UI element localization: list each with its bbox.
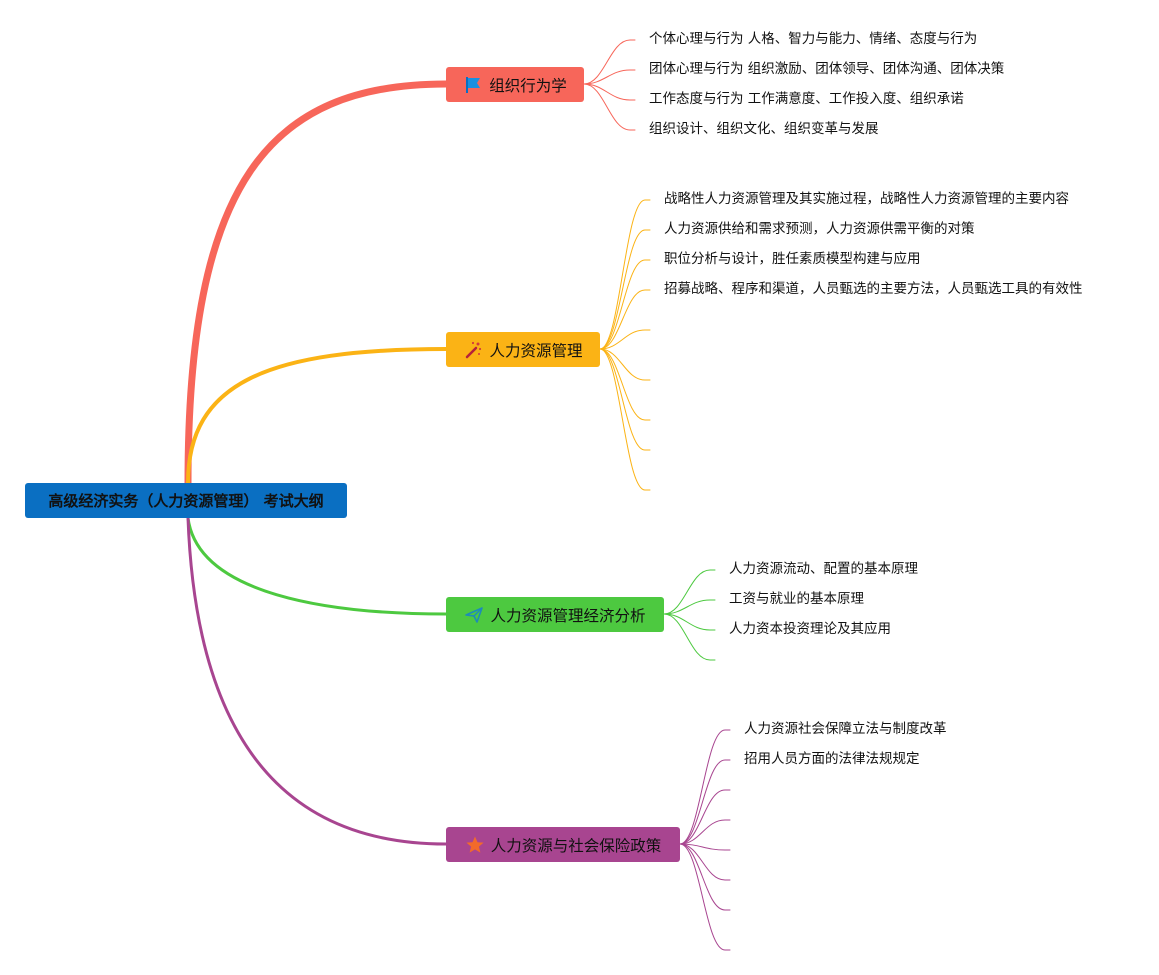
branch-connector	[184, 80, 450, 487]
topic-label: 组织行为学	[489, 76, 567, 95]
branch-connector	[186, 516, 448, 616]
branch-connector	[186, 347, 448, 485]
leaf-connector	[583, 83, 636, 101]
leaf-connector	[679, 819, 731, 845]
leaf-connector	[599, 229, 651, 350]
paper-plane-icon	[464, 605, 484, 625]
leaf-connector	[599, 348, 651, 451]
leaf-connector	[583, 69, 636, 85]
star-icon	[465, 835, 485, 855]
leaf-connector	[679, 843, 731, 851]
leaf-connector	[583, 39, 636, 85]
leaf-connector	[599, 199, 651, 350]
magic-wand-icon	[463, 340, 483, 360]
subtopic-item[interactable]: 工作态度与行为 工作满意度、工作投入度、组织承诺	[649, 91, 964, 107]
leaf-connector	[599, 348, 651, 381]
leaf-connector	[599, 289, 651, 350]
leaf-connector	[679, 729, 731, 845]
leaf-connector	[679, 759, 731, 845]
flag-icon	[463, 75, 483, 95]
leaf-connector	[663, 613, 716, 631]
subtopic-item[interactable]: 战略性人力资源管理及其实施过程，战略性人力资源管理的主要内容	[664, 191, 1069, 207]
subtopic-item[interactable]: 人力资源流动、配置的基本原理	[729, 561, 918, 577]
topic-hr-economic-analysis[interactable]: 人力资源管理经济分析	[446, 597, 664, 632]
leaf-connector	[679, 843, 731, 881]
leaf-connector	[679, 843, 731, 911]
topic-social-insurance-policy[interactable]: 人力资源与社会保险政策	[446, 827, 680, 862]
leaf-connector	[583, 83, 636, 131]
subtopic-item[interactable]: 工资与就业的基本原理	[729, 591, 864, 607]
branch-connector	[186, 516, 448, 846]
topic-hr-management[interactable]: 人力资源管理	[446, 332, 600, 367]
subtopic-item[interactable]: 组织设计、组织文化、组织变革与发展	[649, 121, 879, 137]
root-topic-label: 高级经济实务（人力资源管理） 考试大纲	[48, 492, 324, 510]
topic-label: 人力资源管理	[489, 341, 583, 360]
topic-label: 人力资源与社会保险政策	[490, 836, 662, 855]
leaf-connector	[599, 259, 651, 350]
topic-label: 人力资源管理经济分析	[490, 606, 646, 625]
subtopic-item[interactable]: 个体心理与行为 人格、智力与能力、情绪、态度与行为	[649, 31, 978, 47]
leaf-connector	[663, 613, 716, 661]
leaf-connector	[679, 789, 731, 845]
root-topic[interactable]: 高级经济实务（人力资源管理） 考试大纲	[25, 483, 347, 518]
subtopic-item[interactable]: 人力资源供给和需求预测，人力资源供需平衡的对策	[664, 221, 975, 237]
leaf-connector	[679, 843, 731, 951]
subtopic-item[interactable]: 职位分析与设计，胜任素质模型构建与应用	[664, 251, 921, 267]
subtopic-item[interactable]: 人力资源社会保障立法与制度改革	[744, 721, 947, 737]
leaf-connector	[663, 599, 716, 615]
subtopic-item[interactable]: 人力资本投资理论及其应用	[729, 621, 891, 637]
subtopic-item[interactable]: 团体心理与行为 组织激励、团体领导、团体沟通、团体决策	[649, 61, 1005, 77]
leaf-connector	[599, 348, 651, 491]
subtopic-item[interactable]: 招募战略、程序和渠道，人员甄选的主要方法，人员甄选工具的有效性	[664, 281, 1083, 297]
topic-organizational-behavior[interactable]: 组织行为学	[446, 67, 584, 102]
subtopic-item[interactable]: 招用人员方面的法律法规规定	[744, 751, 920, 767]
leaf-connector	[663, 569, 716, 615]
leaf-connector	[599, 348, 651, 421]
leaf-connector	[599, 329, 651, 350]
